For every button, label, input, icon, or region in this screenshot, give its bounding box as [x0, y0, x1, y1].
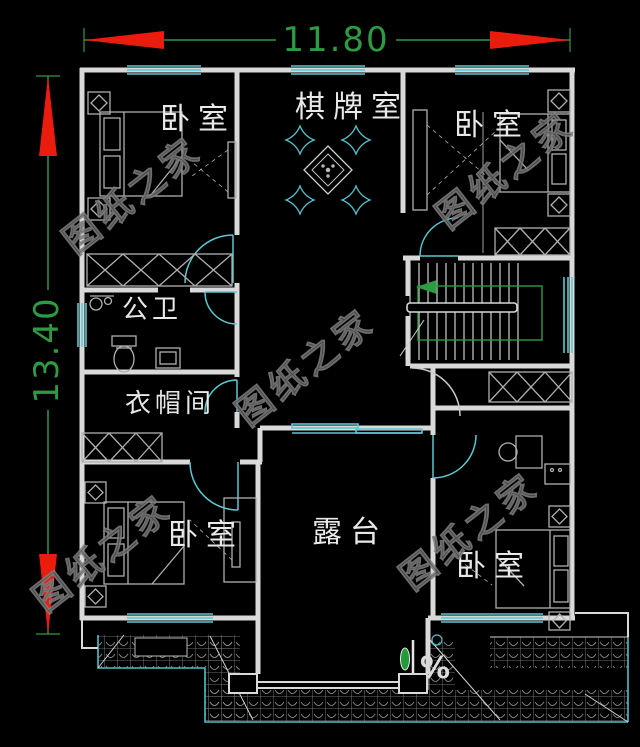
window-bottom-left [127, 613, 213, 623]
nightstand-icon [84, 585, 107, 608]
shower-box [155, 347, 181, 369]
bed-bottom-left [103, 501, 185, 585]
window-top-2 [291, 65, 365, 75]
small-cabinet [544, 463, 571, 485]
decor-cabinet [412, 109, 498, 211]
door-hall [411, 367, 461, 417]
mahjong-table [303, 145, 353, 195]
watermark-text: 图纸之家 [26, 487, 180, 620]
nightstand-icon [87, 91, 111, 115]
label-bedroom-top-left: 卧室 [160, 102, 236, 137]
plant-leaf-icon [400, 647, 410, 671]
window-right-stairs [563, 277, 573, 353]
door-bedroom3 [189, 461, 239, 511]
window-top-1 [127, 65, 201, 75]
terrace-sliding-door [291, 423, 423, 434]
label-bathroom: 公卫 [122, 295, 182, 325]
door-bathroom [204, 291, 238, 325]
tv-unit-bottom-left [189, 497, 257, 583]
stair-direction [415, 280, 543, 341]
door-bedroom1 [184, 234, 234, 284]
dimension-left: 13.40 [27, 75, 68, 635]
dim-arrow-down [39, 554, 57, 634]
door-cloakroom [204, 379, 238, 413]
wardrobe-cloakroom [81, 432, 163, 463]
doors [184, 217, 477, 511]
terrace-side-walls [255, 618, 431, 674]
roof-gap [134, 637, 188, 657]
watermarks: 图纸之家 图纸之家 图纸之家 图纸之家 图纸之家 [25, 104, 583, 621]
dimension-top: 11.80 [83, 20, 571, 60]
bed-top-right [499, 113, 571, 193]
dim-arrow-right [490, 31, 570, 49]
wardrobe-top-right [494, 227, 571, 256]
label-cloakroom: 衣帽间 [125, 389, 215, 419]
nightstand-icon [87, 197, 111, 221]
dimension-height-label: 13.40 [27, 296, 67, 403]
toilet-icon [111, 335, 137, 373]
dimension-width-label: 11.80 [282, 20, 389, 60]
window-top-3 [455, 65, 529, 75]
stair-up-arrow [415, 280, 437, 294]
windows [77, 65, 573, 623]
mahjong-chairs [284, 124, 372, 216]
label-bedroom-top-right: 卧室 [454, 108, 530, 143]
wall-storage [430, 366, 572, 428]
nightstand-icon [547, 193, 571, 217]
tv-cabinet [191, 141, 237, 199]
wardrobe-storage [488, 371, 573, 403]
bed-bottom-right [495, 529, 571, 609]
label-game-room: 棋牌室 [295, 90, 409, 125]
nightstand-icon [548, 611, 571, 631]
label-bedroom-bottom-right: 卧室 [456, 549, 532, 584]
column [228, 673, 258, 694]
watermark-text: 图纸之家 [56, 129, 210, 262]
wardrobe-top-left [86, 253, 233, 287]
stairs [399, 263, 543, 360]
furniture [81, 89, 573, 631]
terrace-railing [228, 673, 428, 694]
roof-tile-hatch [81, 612, 629, 723]
stair-handrail [406, 302, 518, 313]
door-bedroom4 [432, 434, 477, 479]
dim-arrow-left [84, 31, 164, 49]
label-bedroom-bottom-left: 卧室 [168, 518, 244, 553]
room-labels: 卧室 棋牌室 卧室 公卫 衣帽间 卧室 露台 卧室 [122, 90, 532, 584]
sight-line [439, 544, 493, 586]
door-bedroom2 [419, 217, 459, 257]
nightstand-icon [548, 505, 571, 528]
label-terrace: 露台 [312, 515, 388, 550]
desk-chair [498, 435, 543, 469]
nightstand-icon [84, 481, 107, 504]
watermark-text: 图纸之家 [229, 301, 383, 434]
dim-arrow-up [39, 76, 57, 156]
nightstand-icon [547, 89, 571, 113]
bed-top-left [99, 111, 183, 197]
column [398, 673, 428, 694]
washbasin-icon [89, 295, 114, 311]
window-bottom-right [441, 613, 543, 623]
stair-break-line [399, 319, 425, 357]
window-left-bathroom [77, 303, 87, 347]
